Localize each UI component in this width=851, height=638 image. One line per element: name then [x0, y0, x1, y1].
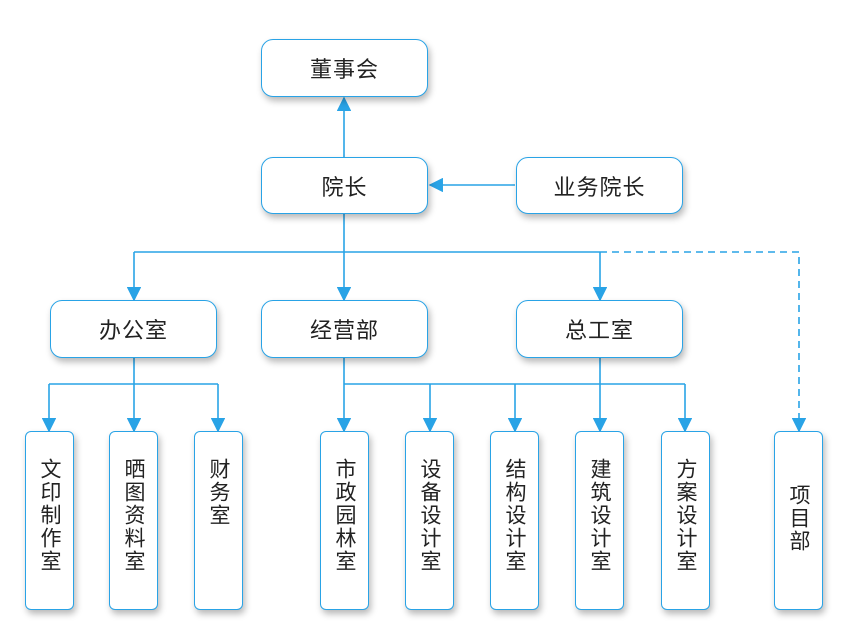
node-vp-business[interactable]: 业务院长 [516, 157, 683, 214]
node-scheme-design-label: 方案设计室 [674, 458, 698, 573]
node-finance-room-label: 财务室 [207, 458, 231, 527]
node-equipment-design-label: 设备设计室 [418, 458, 442, 573]
node-blueprint-room-label: 晒图资料室 [122, 458, 146, 573]
node-chief-engineer-label: 总工室 [564, 319, 634, 344]
node-board-label: 董事会 [309, 58, 379, 83]
node-equipment-design[interactable]: 设备设计室 [405, 431, 454, 610]
node-blueprint-room[interactable]: 晒图资料室 [109, 431, 158, 610]
node-structure-design-label: 结构设计室 [503, 458, 527, 573]
node-print-room-label: 文印制作室 [38, 458, 62, 573]
node-office[interactable]: 办公室 [50, 300, 217, 358]
node-operations-label: 经营部 [309, 319, 379, 344]
node-scheme-design[interactable]: 方案设计室 [661, 431, 710, 610]
node-operations[interactable]: 经营部 [261, 300, 428, 358]
node-board[interactable]: 董事会 [261, 39, 428, 97]
node-structure-design[interactable]: 结构设计室 [490, 431, 539, 610]
node-municipal-landscape[interactable]: 市政园林室 [320, 431, 369, 610]
node-office-label: 办公室 [98, 319, 168, 344]
node-president-label: 院长 [321, 175, 368, 201]
node-chief-engineer[interactable]: 总工室 [516, 300, 683, 358]
node-municipal-landscape-label: 市政园林室 [333, 458, 357, 573]
node-vp-business-label: 业务院长 [553, 175, 646, 201]
node-print-room[interactable]: 文印制作室 [25, 431, 74, 610]
node-finance-room[interactable]: 财务室 [194, 431, 243, 610]
link-to-project-dept [600, 251, 807, 433]
node-architecture-design-label: 建筑设计室 [588, 458, 612, 573]
node-project-dept[interactable]: 项目部 [774, 431, 823, 610]
node-project-dept-label: 项目部 [787, 484, 811, 553]
node-architecture-design[interactable]: 建筑设计室 [575, 431, 624, 610]
node-president[interactable]: 院长 [261, 157, 428, 214]
